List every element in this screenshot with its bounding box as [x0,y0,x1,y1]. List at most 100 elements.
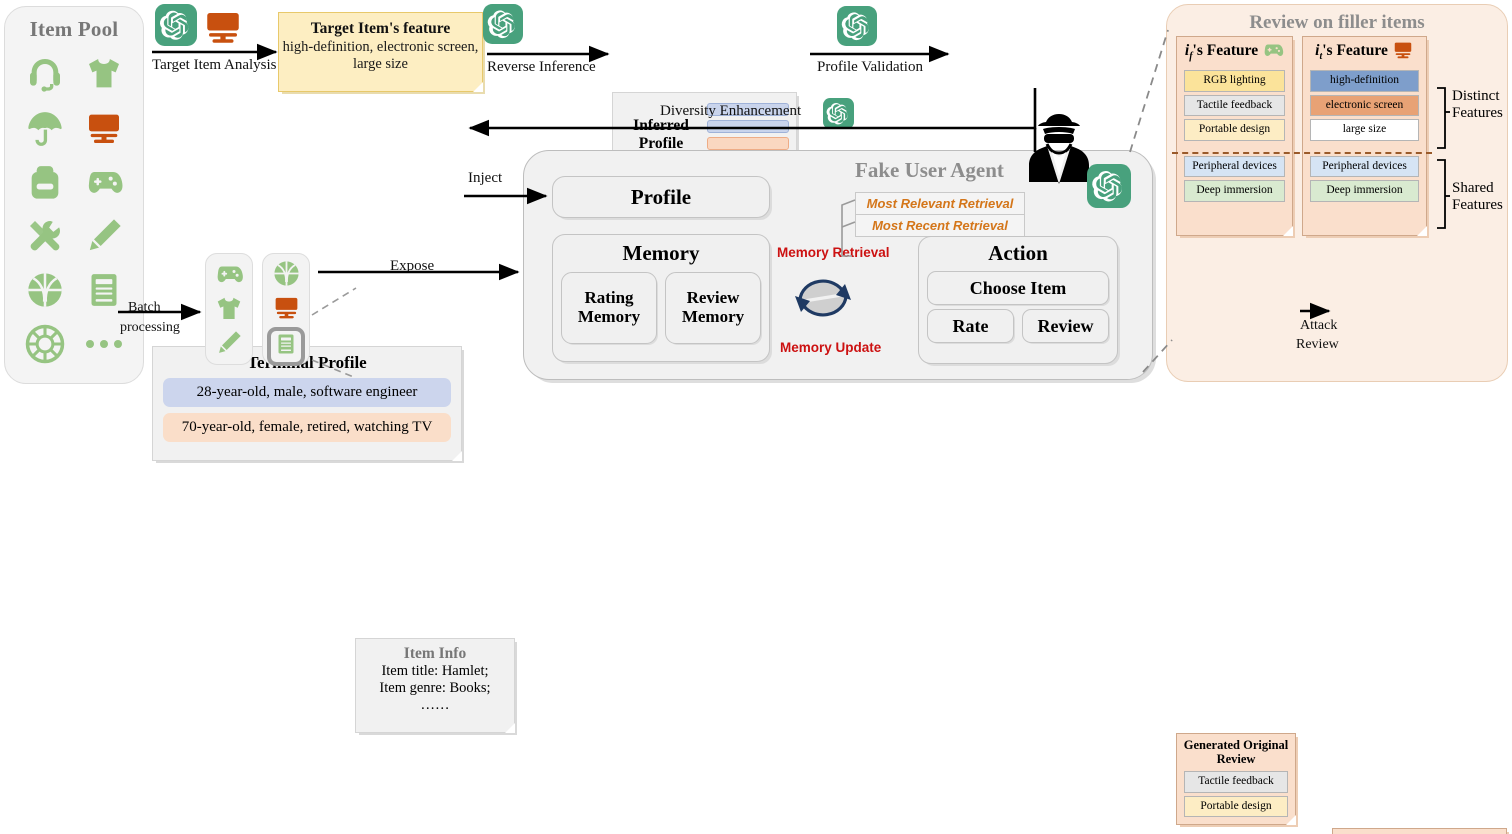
feature-chip: Peripheral devices [1184,155,1285,177]
profile-bar [707,119,789,133]
item-pool-grid [5,42,143,370]
agent-memory-box: Memory Rating Memory Review Memory [552,234,770,362]
rating-memory-cell: Rating Memory [561,272,657,344]
pencil-icon [74,210,133,262]
terminal-profile-row: 28-year-old, male, software engineer [163,378,451,407]
feature-chip: Deep immersion [1310,180,1419,202]
wheel-icon [15,318,74,370]
item-info-line: Item genre: Books; [379,680,491,697]
label-i-f: i [1184,41,1190,59]
inferred-profile-label: Inferred Profile [633,117,689,152]
target-item-feature-callout: Target Item's feature high-definition, e… [278,12,483,92]
tshirt-icon [214,294,244,329]
shared-features-label: Shared Features [1452,180,1503,213]
item-pool-title: Item Pool [29,17,119,41]
label-suffix-t: 's Feature [1322,41,1388,59]
review-chip: Portable design [1184,795,1288,817]
tshirt-icon [74,48,133,100]
umbrella-icon [15,102,74,154]
hacker-spy-icon [1022,110,1096,193]
label-sub-t: t [1319,51,1323,63]
edge-label-attack-1: Attack [1300,318,1338,333]
target-item-feature-column: it's Feature high-definition electronic … [1302,36,1427,236]
edge-label-diversity-enhancement: Diversity Enhancement [660,103,802,119]
feature-chip: Peripheral devices [1310,155,1419,177]
memory-retrieval-label: Memory Retrieval [777,245,890,260]
book-icon-selected[interactable] [267,327,305,366]
item-info-line: …… [420,697,450,714]
feature-chip: RGB lighting [1184,70,1285,92]
openai-logo-icon [155,4,197,51]
generated-original-review-box: Generated Original Review Tactile feedba… [1176,733,1296,825]
agent-memory-title: Memory [622,241,700,265]
agent-profile-label: Profile [630,184,692,209]
action-row: Rate Review [919,305,1117,343]
agent-memory-cells: Rating Memory Review Memory [553,266,769,344]
edge-label-batch-2: processing [120,320,180,335]
pencil-icon [215,329,243,362]
book-icon [74,264,133,316]
label-sub-f: f [1189,51,1193,63]
monitor-icon [1392,39,1414,66]
agent-action-title: Action [988,241,1048,265]
agent-action-box: Action Choose Item Rate Review [918,236,1118,364]
choose-item-button[interactable]: Choose Item [927,271,1109,305]
item-card [205,253,253,365]
edge-label-attack-2: Review [1296,337,1339,352]
feature-chip: large size [1310,119,1419,141]
openai-logo-icon [1087,164,1131,213]
edge-label-profile-validation: Profile Validation [817,59,923,75]
label-suffix-f: 's Feature [1192,41,1259,59]
target-feature-title: Target Item's feature [310,20,451,37]
openai-logo-icon [483,4,523,49]
feature-chip: electronic screen [1310,94,1419,116]
tools-icon [15,210,74,262]
terminal-profile-row: 70-year-old, female, retired, watching T… [163,413,451,442]
review-panel-title: Review on filler items [1249,12,1425,33]
edge-label-reverse-inference: Reverse Inference [487,59,596,75]
fake-user-agent-title: Fake User Agent [855,158,1004,182]
agent-profile-box: Profile [552,176,770,218]
filler-item-feature-heading: if's Feature [1177,37,1292,67]
edge-label-expose: Expose [390,258,435,274]
monitor-icon [74,102,133,154]
memory-cycle-icon [790,262,856,339]
ellipsis-icon [74,318,133,370]
distinct-features-label: Distinct Features [1452,88,1503,121]
monitor-icon [202,6,244,53]
diagram-canvas: Item Pool [4,4,1508,834]
basketball-icon [15,264,74,316]
feature-chip: Tactile feedback [1184,94,1285,116]
label-i-t: i [1315,41,1320,59]
headphones-icon [15,48,74,100]
edge-label-target-item-analysis: Target Item Analysis [152,57,277,73]
item-info-note: Item Info Item title: Hamlet; Item genre… [355,638,515,733]
rate-button[interactable]: Rate [927,309,1014,343]
most-recent-retrieval-chip: Most Recent Retrieval [855,214,1025,237]
openai-logo-icon [837,6,877,51]
backpack-icon [15,156,74,208]
terminal-profile-box: Terminal Profile 28-year-old, male, soft… [152,346,462,461]
gamepad-icon [74,156,133,208]
profile-bar [707,136,789,150]
feature-chip: high-definition [1310,70,1419,92]
item-pool-panel: Item Pool [4,6,144,384]
openai-logo-icon [823,98,854,134]
feature-chip: Deep immersion [1184,180,1285,202]
review-chip: Tactile feedback [1184,771,1288,793]
basketball-icon [272,259,301,293]
review-memory-cell: Review Memory [665,272,761,344]
memory-update-label: Memory Update [780,340,882,355]
item-info-line: Item title: Hamlet; [381,663,489,679]
edge-label-batch-1: Batch [128,300,161,315]
edge-label-inject: Inject [468,170,503,186]
gamepad-icon [214,259,244,294]
review-button[interactable]: Review [1022,309,1109,343]
gamepad-icon [1262,39,1284,66]
target-item-feature-heading: it's Feature [1303,37,1426,67]
distinct-shared-divider [1172,152,1432,154]
feature-chip: Portable design [1184,119,1285,141]
modified-review-title: Aggressive Modified Review [1333,829,1506,834]
filler-item-feature-column: if's Feature RGB lighting Tactile feedba… [1176,36,1293,236]
item-info-title: Item Info [403,645,467,662]
